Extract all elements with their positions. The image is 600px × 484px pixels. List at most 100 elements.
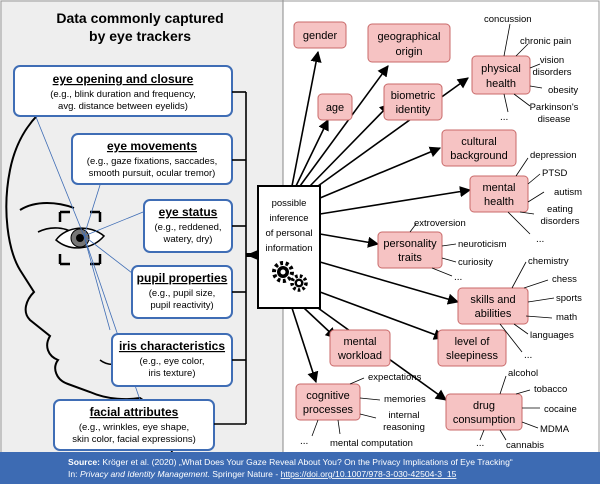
svg-text:(e.g., pupil size,: (e.g., pupil size, (149, 288, 216, 299)
svg-text:chess: chess (552, 274, 577, 285)
svg-text:processes: processes (303, 404, 354, 416)
svg-text:drug: drug (473, 400, 495, 412)
svg-text:skin color, facial expressions: skin color, facial expressions) (72, 434, 196, 445)
svg-text:eye status: eye status (159, 205, 218, 219)
svg-text:eating: eating (547, 204, 573, 215)
svg-text:health: health (484, 196, 514, 208)
inferred-cultural-background: cultural background (441, 129, 517, 167)
source-doi-link[interactable]: https://doi.org/10.1007/978-3-030-42504-… (281, 469, 457, 479)
svg-text:sleepiness: sleepiness (446, 350, 498, 362)
svg-text:origin: origin (396, 46, 423, 58)
svg-text:(e.g., eye color,: (e.g., eye color, (140, 356, 205, 367)
cognitive-spokes (311, 377, 381, 437)
svg-text:biometric: biometric (391, 90, 436, 102)
diagram-title-line-2: by eye trackers (89, 28, 191, 44)
svg-text:In: Privacy and Identity Manag: In: Privacy and Identity Management. Spr… (68, 469, 457, 479)
inference-box: possible inference of personal informati… (257, 185, 321, 309)
inferred-personality-traits: personality traits (377, 231, 443, 269)
svg-text:memories: memories (384, 394, 426, 405)
inferred-geographical-origin: geographical origin (367, 23, 451, 63)
inferred-physical-health: physical health (471, 55, 531, 95)
svg-text:(e.g., blink duration and freq: (e.g., blink duration and frequency, (50, 89, 196, 100)
inferred-gender: gender (293, 21, 347, 49)
svg-text:internal: internal (388, 410, 419, 421)
svg-text:skills and: skills and (470, 294, 515, 306)
drug-spokes (479, 375, 540, 441)
svg-text:mental: mental (482, 182, 515, 194)
svg-text:(e.g., wrinkles, eye shape,: (e.g., wrinkles, eye shape, (79, 422, 189, 433)
inferred-cognitive-processes: cognitive processes (295, 383, 361, 421)
drug-examples: alcohol tobacco cocaine MDMA cannabis ..… (476, 368, 577, 451)
svg-text:mental computation: mental computation (330, 438, 413, 449)
inferred-mental-health: mental health (469, 175, 529, 213)
svg-text:possible: possible (272, 198, 307, 209)
svg-text:depression: depression (530, 150, 576, 161)
inferred-age: age (317, 93, 353, 121)
mental-health-examples: depression PTSD autism eating disorders … (530, 150, 582, 245)
svg-text:(e.g., gaze fixations, saccade: (e.g., gaze fixations, saccades, (87, 156, 217, 167)
svg-text:...: ... (500, 112, 508, 123)
svg-text:chronic pain: chronic pain (520, 36, 571, 47)
inferred-level-of-sleepiness: level of sleepiness (437, 329, 507, 367)
svg-text:Source: Kröger et al. (2020) „: Source: Kröger et al. (2020) „What Does … (68, 457, 513, 467)
svg-text:cocaine: cocaine (544, 404, 577, 415)
svg-text:...: ... (476, 438, 484, 449)
svg-text:abilities: abilities (475, 308, 512, 320)
source-footer: Source: Kröger et al. (2020) „What Does … (0, 452, 600, 484)
svg-text:sports: sports (556, 293, 582, 304)
svg-text:background: background (450, 150, 508, 162)
svg-text:...: ... (454, 272, 462, 283)
svg-text:reasoning: reasoning (383, 422, 425, 433)
svg-text:traits: traits (398, 252, 422, 264)
personality-spokes (409, 223, 457, 277)
personality-examples: extroversion neuroticism curiosity ... (414, 218, 507, 283)
inferred-skills-abilities: skills and abilities (457, 287, 529, 325)
svg-text:workload: workload (337, 350, 382, 362)
captured-connectors (214, 91, 247, 425)
svg-text:disease: disease (538, 114, 571, 125)
svg-text:iris texture): iris texture) (149, 368, 196, 379)
captured-box-iris: iris characteristics (e.g., eye color, i… (111, 333, 233, 387)
svg-text:of personal: of personal (265, 228, 312, 239)
svg-text:obesity: obesity (548, 85, 578, 96)
svg-text:inference: inference (269, 213, 308, 224)
svg-text:personality: personality (383, 238, 437, 250)
svg-text:...: ... (300, 436, 308, 447)
svg-text:cognitive: cognitive (306, 390, 349, 402)
svg-text:gender: gender (303, 30, 338, 42)
svg-text:cannabis: cannabis (506, 440, 544, 451)
svg-text:disorders: disorders (540, 216, 579, 227)
svg-text:pupil reactivity): pupil reactivity) (150, 300, 213, 311)
svg-text:watery, dry): watery, dry) (163, 234, 213, 245)
skills-spokes (499, 261, 555, 353)
mental-health-spokes (507, 157, 545, 235)
svg-text:facial attributes: facial attributes (90, 405, 179, 419)
captured-box-eye-movements: eye movements (e.g., gaze fixations, sac… (71, 133, 233, 185)
svg-text:level of: level of (455, 336, 491, 348)
svg-text:eye movements: eye movements (107, 139, 197, 153)
svg-text:information: information (266, 243, 313, 254)
svg-text:geographical: geographical (378, 31, 441, 43)
svg-text:PTSD: PTSD (542, 168, 567, 179)
svg-text:languages: languages (530, 330, 574, 341)
physical-health-spokes (503, 23, 543, 113)
svg-text:pupil properties: pupil properties (137, 271, 228, 285)
cognitive-examples: expectations memories internal reasoning… (300, 372, 426, 449)
svg-text:mental: mental (343, 336, 376, 348)
inferred-biometric-identity: biometric identity (383, 83, 443, 121)
source-label: Source: (68, 457, 100, 467)
svg-text:health: health (486, 78, 516, 90)
physical-health-examples: concussion chronic pain vision disorders… (484, 14, 579, 125)
svg-text:cultural: cultural (461, 136, 496, 148)
svg-text:curiosity: curiosity (458, 257, 493, 268)
svg-text:extroversion: extroversion (414, 218, 466, 229)
source-book: Privacy and Identity Management (80, 469, 208, 479)
svg-text:smooth pursuit, ocular tremor): smooth pursuit, ocular tremor) (89, 168, 216, 179)
skills-examples: chemistry chess sports math languages ..… (524, 256, 582, 361)
svg-text:chemistry: chemistry (528, 256, 569, 267)
svg-text:alcohol: alcohol (508, 368, 538, 379)
svg-text:...: ... (536, 234, 544, 245)
svg-text:autism: autism (554, 187, 582, 198)
svg-text:consumption: consumption (453, 414, 515, 426)
